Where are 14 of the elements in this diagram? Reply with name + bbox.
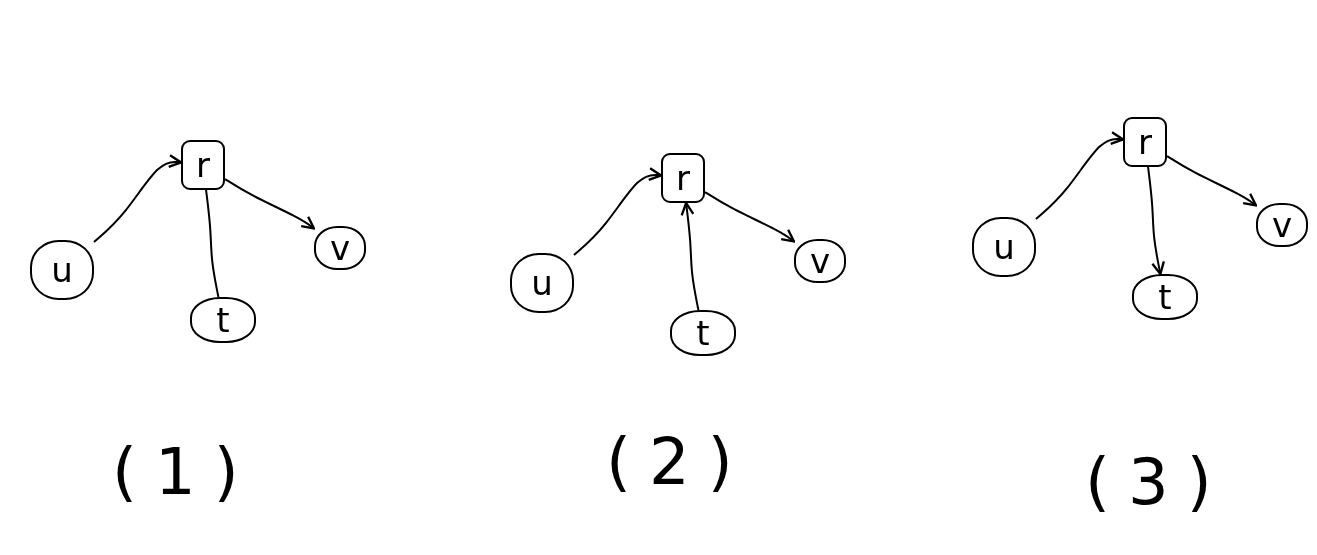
node-box: r	[181, 140, 225, 190]
figure-label: (3)	[1085, 445, 1230, 519]
arrow	[680, 201, 700, 311]
figure-label: (2)	[606, 425, 751, 499]
arrow	[573, 167, 663, 257]
figure-label: (1)	[112, 435, 257, 509]
arrow	[1035, 131, 1125, 221]
arrow	[704, 191, 796, 243]
arrow	[93, 154, 183, 244]
arrow	[1166, 155, 1258, 207]
arrow	[224, 178, 316, 230]
node-box: r	[661, 153, 705, 203]
node-box: r	[1123, 117, 1167, 167]
arrow	[1147, 166, 1165, 276]
